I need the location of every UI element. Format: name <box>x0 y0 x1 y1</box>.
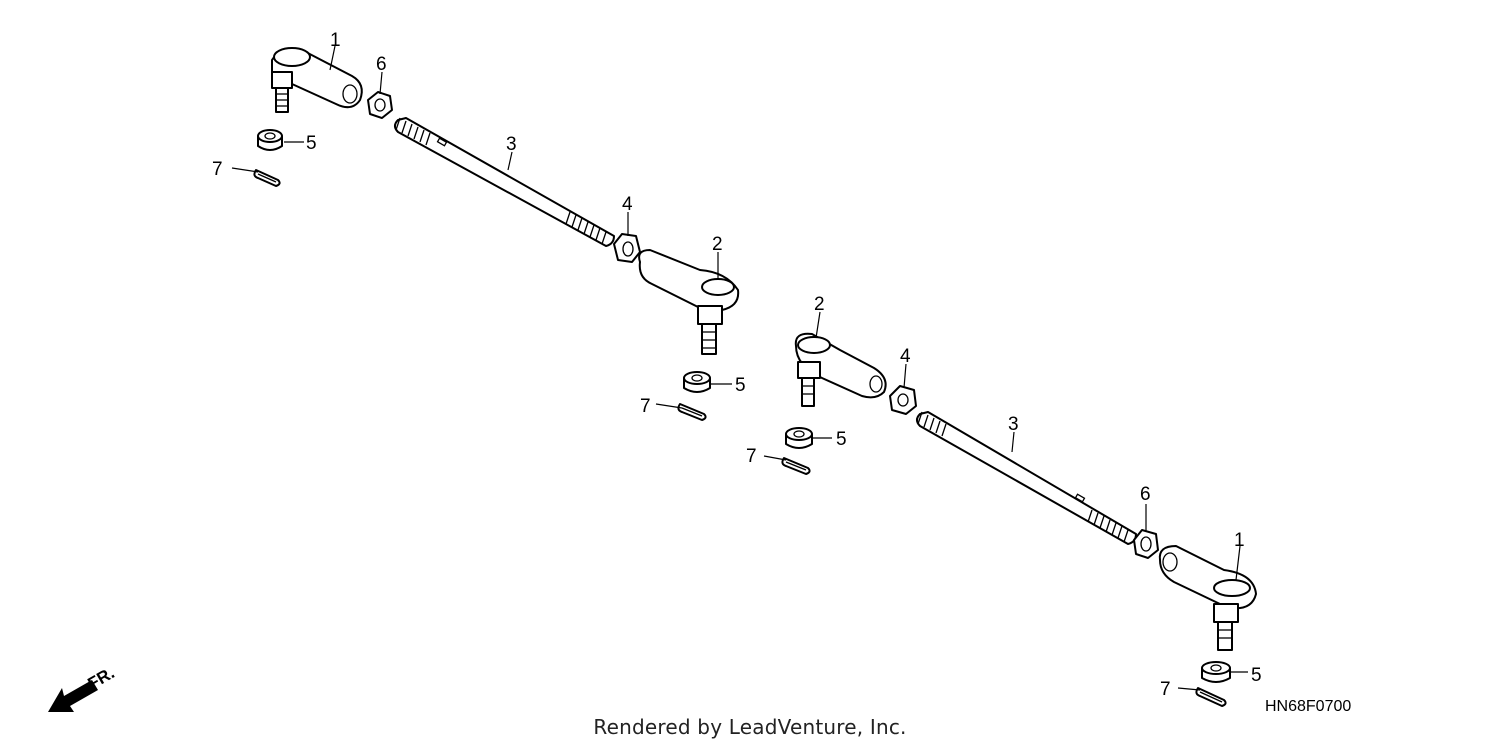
callout-6-left: 6 <box>376 54 387 75</box>
castle-nut-left <box>257 129 283 151</box>
castle-nut-right-lower <box>1201 661 1231 683</box>
callout-1-left: 1 <box>330 30 341 51</box>
callout-7-left-lower: 7 <box>640 396 651 417</box>
leader-lines <box>231 45 1248 691</box>
callout-3-left: 3 <box>506 134 517 155</box>
callout-1-right: 1 <box>1234 530 1245 551</box>
cotter-pin-left <box>253 169 281 187</box>
tie-rod-right <box>916 411 1137 545</box>
callout-7-right: 7 <box>746 446 757 467</box>
tie-rod-end-inner-right <box>794 332 887 407</box>
lock-nut-inner-left <box>613 233 641 263</box>
callout-5-left: 5 <box>306 133 317 154</box>
diagram-code: HN68F0700 <box>1265 698 1352 715</box>
front-direction-arrow-icon: FR. <box>48 663 118 712</box>
footer-credit: Rendered by LeadVenture, Inc. <box>593 715 907 739</box>
tie-rod-end-inner-left <box>638 249 740 355</box>
tie-rod-end-outer-right <box>1158 545 1257 651</box>
callout-5-right: 5 <box>836 429 847 450</box>
tie-rod-left <box>394 117 615 247</box>
callout-7-left: 7 <box>212 159 223 180</box>
lock-nut-inner-right <box>889 385 917 415</box>
tie-rod-end-outer-left <box>271 47 363 113</box>
callout-3-right: 3 <box>1008 414 1019 435</box>
callout-5-left-lower: 5 <box>735 375 746 396</box>
callout-2-right: 2 <box>814 294 825 315</box>
callout-6-right: 6 <box>1140 484 1151 505</box>
castle-nut-right <box>785 427 813 449</box>
castle-nut-left-lower <box>683 371 711 393</box>
callout-2-left: 2 <box>712 234 723 255</box>
callout-7-right-lower: 7 <box>1160 679 1171 700</box>
cotter-pin-left-lower <box>677 403 707 421</box>
callout-4-left: 4 <box>622 194 633 215</box>
cotter-pin-right-lower <box>1195 687 1227 707</box>
cotter-pin-right <box>781 457 811 475</box>
callout-4-right: 4 <box>900 346 911 367</box>
lock-nut-right <box>1133 529 1159 559</box>
lock-nut-left <box>367 91 393 119</box>
callout-5-right-lower: 5 <box>1251 665 1262 686</box>
